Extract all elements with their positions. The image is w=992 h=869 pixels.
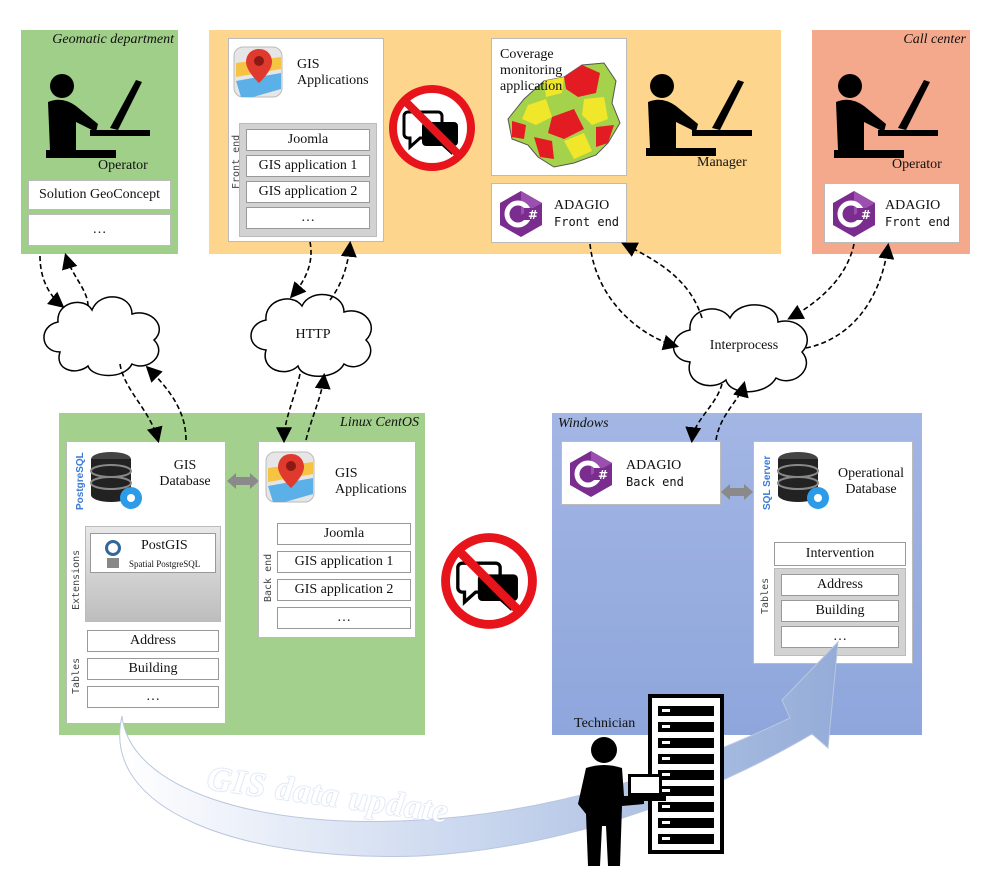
geomatic-item-0-text: Solution GeoConcept [39,187,160,202]
svg-text:#: # [598,468,608,482]
coverage-card: Coverage monitoring application [491,38,627,176]
intervention-text: Intervention [805,546,875,561]
postgis-item: PostGIS Spatial PostgreSQL [90,533,216,573]
callcenter-adagio-title: ADAGIO [885,198,941,213]
windows-title: Windows [558,416,609,431]
back-item-0: Joomla [277,523,411,545]
gis-database-title: GIS Database [159,458,211,489]
back-item-3: … [277,607,411,629]
back-item-1: GIS application 1 [277,551,411,573]
cloud-icon [250,293,372,377]
back-gis-apps-card: GIS Applications Back end Joomla GIS app… [258,441,416,638]
no-chat-icon [441,533,537,629]
csharp-icon: # [500,191,542,237]
gis-table-2: … [87,686,219,708]
front-adagio-title: ADAGIO [554,198,610,213]
interprocess-cloud-label: Interprocess [709,338,779,353]
coverage-map-image [507,62,621,168]
bidirectional-arrow-icon [227,473,259,489]
front-item-0: Joomla [246,129,370,151]
linux-title: Linux CentOS [340,415,419,430]
gis-table-1: Building [87,658,219,680]
no-chat-icon [389,85,475,171]
cloud-icon [43,296,160,377]
front-gis-apps-card: GIS Applications Front end Joomla GIS ap… [228,38,384,242]
back-adagio-title: ADAGIO [626,458,682,473]
gis-database-card: PostgreSQL GIS Database Extensions PostG… [66,441,226,724]
manager-icon [646,74,752,156]
technician-icon [578,737,666,866]
front-item-2: GIS application 2 [246,181,370,203]
manager-label: Manager [697,155,747,170]
geomatic-title: Geomatic department [52,32,174,47]
ops-table-2: … [781,626,899,648]
geomatic-item-1-text: … [92,222,107,237]
back-adagio-card: # ADAGIO Back end [561,441,721,505]
gis-tables-list: Address Building … [85,628,221,716]
cloud-icon [672,304,808,393]
bidirectional-arrow-icon [721,484,753,500]
svg-text:#: # [528,208,538,222]
technician-label: Technician [574,716,636,731]
postgis-title: PostGIS [141,538,188,553]
postgis-elephant-icon [105,540,121,568]
extensions-list: PostGIS Spatial PostgreSQL [85,526,221,622]
callcenter-adagio-card: # ADAGIO Front end [824,183,960,243]
svg-text:#: # [861,208,871,222]
ops-table-0: Address [781,574,899,596]
ops-table-1: Building [781,600,899,622]
front-item-1: GIS application 1 [246,155,370,177]
callcenter-title: Call center [903,32,966,47]
operational-database-title: Operational Database [837,466,905,497]
csharp-icon: # [570,451,612,497]
gis-table-0: Address [87,630,219,652]
postgis-sub: Spatial PostgreSQL [129,559,201,569]
callcenter-adagio-sub: Front end [885,215,951,229]
front-adagio-card: # ADAGIO Front end [491,183,627,243]
back-items-list: Joomla GIS application 1 GIS application… [275,520,413,634]
geomatic-item-1: … [28,214,171,246]
operational-database-card: SQL Server Operational Database Interven… [753,441,913,664]
database-icon [90,452,142,509]
front-items-list: Joomla GIS application 1 GIS application… [239,123,377,237]
gis-map-icon [233,46,283,98]
callcenter-operator-icon [834,74,938,158]
geomatic-operator-label: Operator [98,158,148,173]
intervention-item: Intervention [774,542,906,566]
ops-tables-list: Address Building … [774,568,906,656]
database-icon [777,452,829,509]
back-gis-apps-title: GIS Applications [335,466,407,497]
front-adagio-sub: Front end [554,215,620,229]
callcenter-operator-label: Operator [892,157,942,172]
geomatic-item-0: Solution GeoConcept [28,180,171,210]
back-item-2: GIS application 2 [277,579,411,601]
front-gis-apps-title: GIS Applications [297,57,369,88]
back-adagio-sub: Back end [626,475,684,489]
csharp-icon: # [833,191,875,237]
gis-map-icon [265,451,315,503]
front-item-3: … [246,207,370,229]
operator-icon [46,74,150,158]
coverage-title: Coverage monitoring application [500,47,563,94]
http-cloud-label: HTTP [295,327,331,342]
